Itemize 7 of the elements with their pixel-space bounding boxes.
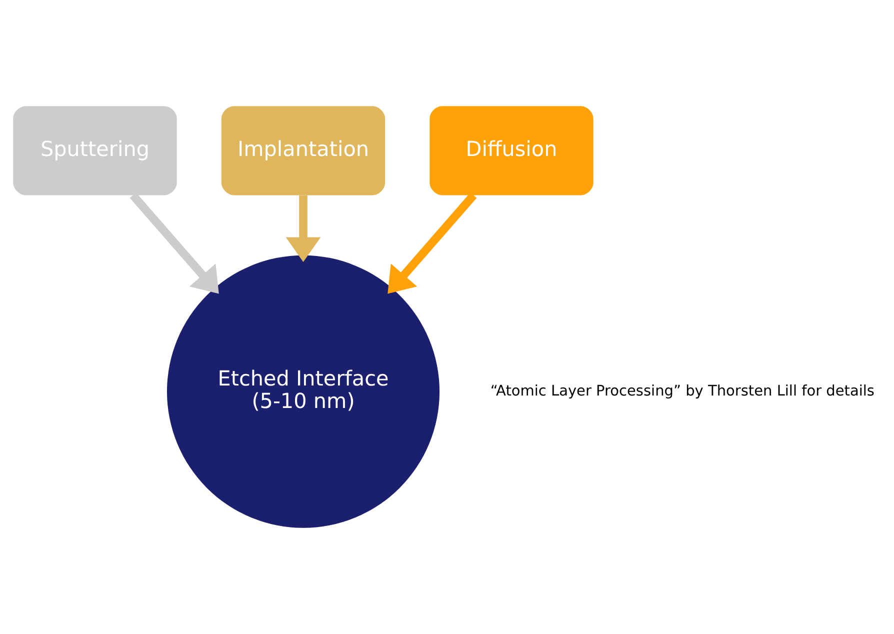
arrow	[130, 192, 219, 294]
arrow	[286, 195, 321, 262]
node-circle: Etched Interface (5-10 nm)	[166, 255, 440, 528]
node-box: Diffusion	[430, 106, 594, 196]
arrow	[388, 192, 477, 294]
label: “Atomic Layer Processing” by Thorsten Lill for details	[490, 383, 874, 400]
node-box: Implantation	[221, 106, 386, 196]
